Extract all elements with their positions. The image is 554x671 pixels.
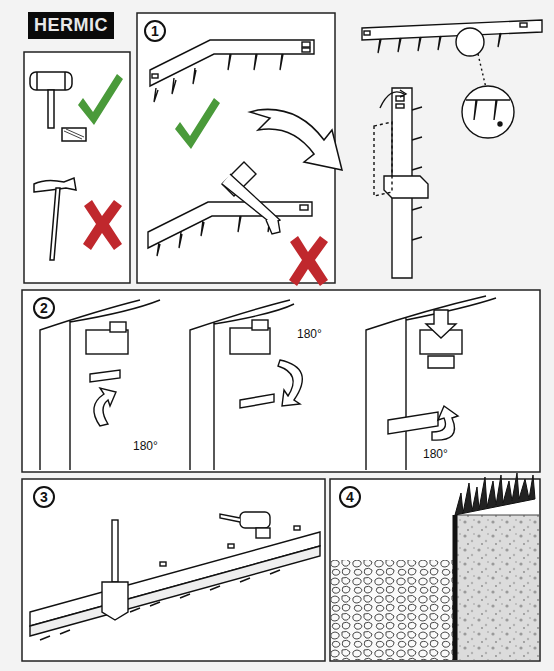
callout-number: 1 [151, 24, 159, 38]
callout-number: 4 [346, 490, 354, 504]
rotation-label: 180° [132, 440, 159, 453]
rotation-label: 180° [296, 328, 323, 341]
step-number: 2 [33, 297, 55, 319]
brand-logo: HERMIC [28, 12, 114, 39]
callout-number: 3 [40, 490, 48, 504]
callout-number: 2 [40, 301, 48, 315]
step-number: 3 [33, 486, 55, 508]
step-number: 1 [144, 20, 166, 42]
rotation-label: 180° [422, 448, 449, 461]
step-number: 4 [339, 486, 361, 508]
